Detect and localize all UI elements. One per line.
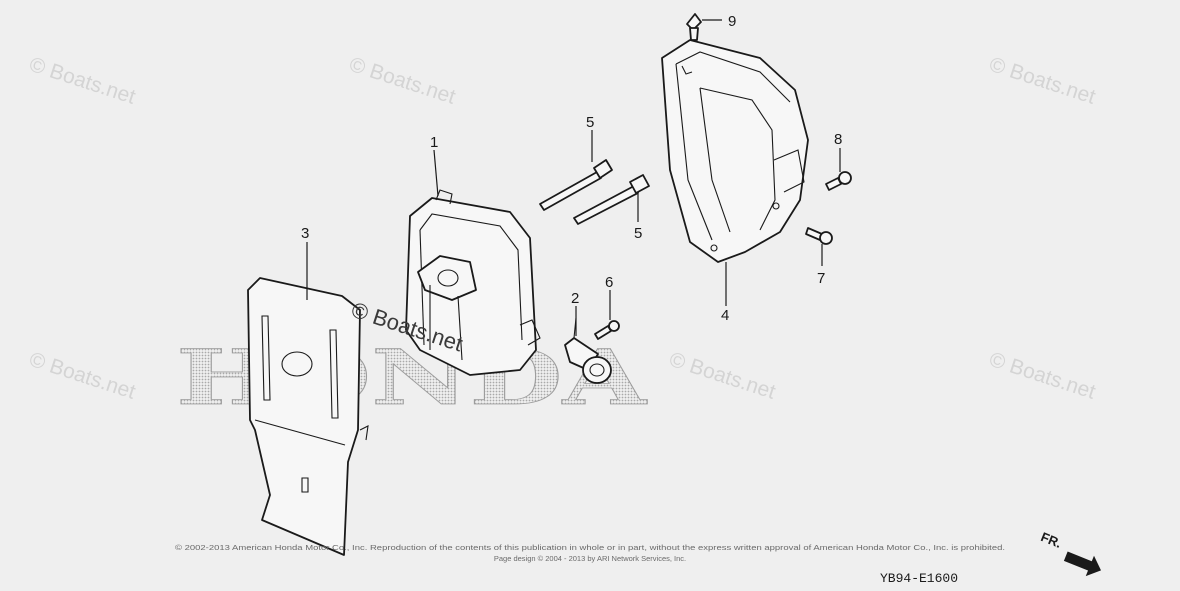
part-3-heat-shield: [247, 277, 369, 556]
diagram-code: YB94-E1600: [880, 571, 958, 586]
callout-3: 3: [301, 225, 309, 242]
watermark-top-left: © Boats.net: [26, 53, 138, 109]
callout-1: 1: [430, 134, 438, 151]
copyright-line-2: Page design © 2004 - 2013 by ARI Network…: [494, 554, 686, 563]
part-1-muffler: [405, 189, 541, 376]
part-5-bolt-lower: [573, 174, 650, 225]
part-5-bolt-upper: [539, 159, 613, 211]
part-7-bolt: [805, 227, 833, 245]
callout-6: 6: [605, 274, 613, 291]
leader-1: [433, 149, 439, 197]
callout-4: 4: [721, 307, 729, 324]
part-6-screw: [594, 320, 620, 340]
front-arrow-icon: [1063, 551, 1102, 577]
watermark-mid-mid: © Boats.net: [666, 348, 778, 404]
callout-9: 9: [728, 13, 736, 30]
part-4-muffler-protector: [661, 39, 809, 263]
front-direction-marker: FR.: [1039, 529, 1102, 577]
watermark-mid-right: © Boats.net: [986, 348, 1098, 404]
watermark-mid-left: © Boats.net: [26, 348, 138, 404]
callout-8: 8: [834, 131, 842, 148]
callout-7: 7: [817, 270, 825, 287]
watermark-top-center: © Boats.net: [346, 53, 458, 109]
callout-2: 2: [571, 290, 579, 307]
callout-5-upper: 5: [586, 114, 594, 131]
copyright-line-1: © 2002-2013 American Honda Motor Co., In…: [175, 543, 1005, 552]
front-marker-label: FR.: [1039, 529, 1064, 551]
part-2-spark-arrester: [564, 317, 612, 384]
part-8-bolt: [825, 171, 852, 191]
watermark-top-right: © Boats.net: [986, 53, 1098, 109]
callout-5-lower: 5: [634, 225, 642, 242]
part-9-bolt: [686, 13, 702, 41]
